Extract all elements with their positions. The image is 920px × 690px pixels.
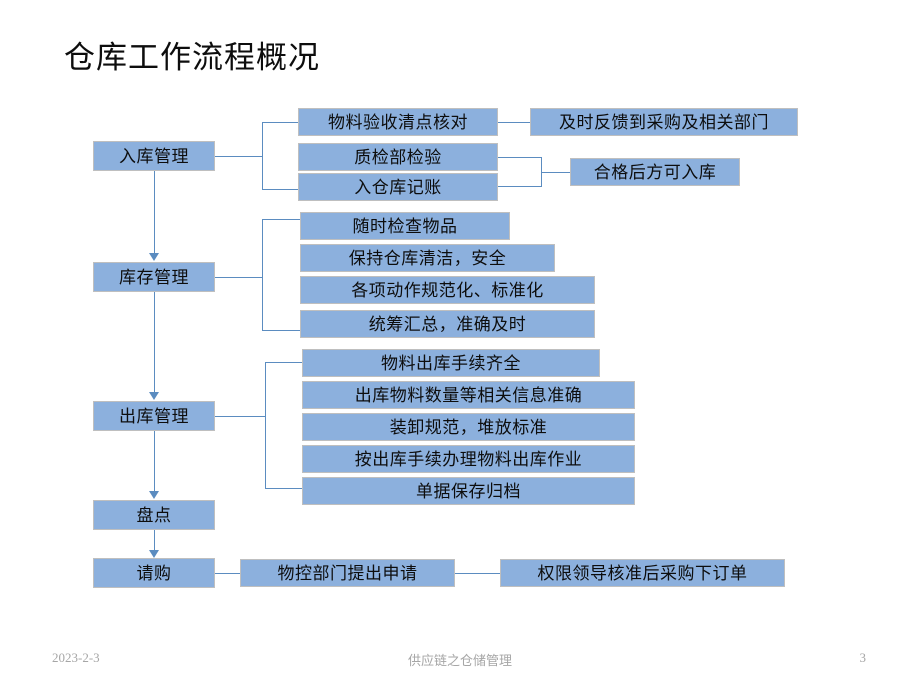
connector-requisition-0 bbox=[215, 573, 240, 574]
task-box-outbound-3[interactable]: 按出库手续办理物料出库作业 bbox=[302, 445, 635, 473]
task-box-inbound-1[interactable]: 质检部检验 bbox=[298, 143, 498, 171]
task-box-inbound-2[interactable]: 入仓库记账 bbox=[298, 173, 498, 201]
slide-footer: 2023-2-3 供应链之仓储管理 3 bbox=[0, 650, 920, 680]
task-box-outbound-0[interactable]: 物料出库手续齐全 bbox=[302, 349, 600, 377]
footer-subject: 供应链之仓储管理 bbox=[407, 653, 512, 668]
connector-inventory-to-outbound bbox=[154, 292, 155, 392]
task-box-outbound-1[interactable]: 出库物料数量等相关信息准确 bbox=[302, 381, 635, 409]
task-box-outbound-4[interactable]: 单据保存归档 bbox=[302, 477, 635, 505]
connector-bracket-inventory bbox=[262, 219, 300, 331]
task-box-inventory-2[interactable]: 各项动作规范化、标准化 bbox=[300, 276, 595, 304]
connector-inbound-result-1 bbox=[542, 172, 570, 173]
connector-outbound-to-stocktake bbox=[154, 431, 155, 491]
task-box-inventory-0[interactable]: 随时检查物品 bbox=[300, 212, 510, 240]
connector-inbound-to-inventory bbox=[154, 171, 155, 253]
connector-requisition-1 bbox=[455, 573, 500, 574]
page-title: 仓库工作流程概况 bbox=[64, 40, 320, 75]
connector-inventory-stem bbox=[215, 277, 262, 278]
footer-date: 2023-2-3 bbox=[52, 650, 100, 665]
connector-inbound-stem bbox=[215, 156, 262, 157]
task-box-inbound-0[interactable]: 物料验收清点核对 bbox=[298, 108, 498, 136]
footer-page-number: 3 bbox=[859, 650, 867, 665]
connector-bracket-inbound-result bbox=[498, 157, 542, 187]
stage-box-outbound[interactable]: 出库管理 bbox=[93, 401, 215, 431]
arrowhead-outbound-to-stocktake bbox=[149, 491, 159, 499]
task-box-inventory-1[interactable]: 保持仓库清洁，安全 bbox=[300, 244, 555, 272]
stage-box-stocktake[interactable]: 盘点 bbox=[93, 500, 215, 530]
result-box-inbound-1[interactable]: 合格后方可入库 bbox=[570, 158, 740, 186]
task-box-requisition-0[interactable]: 物控部门提出申请 bbox=[240, 559, 455, 587]
task-box-requisition-1[interactable]: 权限领导核准后采购下订单 bbox=[500, 559, 785, 587]
arrowhead-inventory-to-outbound bbox=[149, 392, 159, 400]
connector-stocktake-to-requisition bbox=[154, 530, 155, 550]
result-box-inbound-0[interactable]: 及时反馈到采购及相关部门 bbox=[530, 108, 798, 136]
stage-box-inbound[interactable]: 入库管理 bbox=[93, 141, 215, 171]
task-box-inventory-3[interactable]: 统筹汇总，准确及时 bbox=[300, 310, 595, 338]
task-box-outbound-2[interactable]: 装卸规范，堆放标准 bbox=[302, 413, 635, 441]
arrowhead-stocktake-to-requisition bbox=[149, 550, 159, 558]
stage-box-requisition[interactable]: 请购 bbox=[93, 558, 215, 588]
connector-inbound-result-0 bbox=[498, 122, 530, 123]
stage-box-inventory[interactable]: 库存管理 bbox=[93, 262, 215, 292]
arrowhead-inbound-to-inventory bbox=[149, 253, 159, 261]
connector-outbound-stem bbox=[215, 416, 265, 417]
connector-bracket-inbound bbox=[262, 122, 298, 190]
connector-bracket-outbound bbox=[265, 362, 302, 489]
